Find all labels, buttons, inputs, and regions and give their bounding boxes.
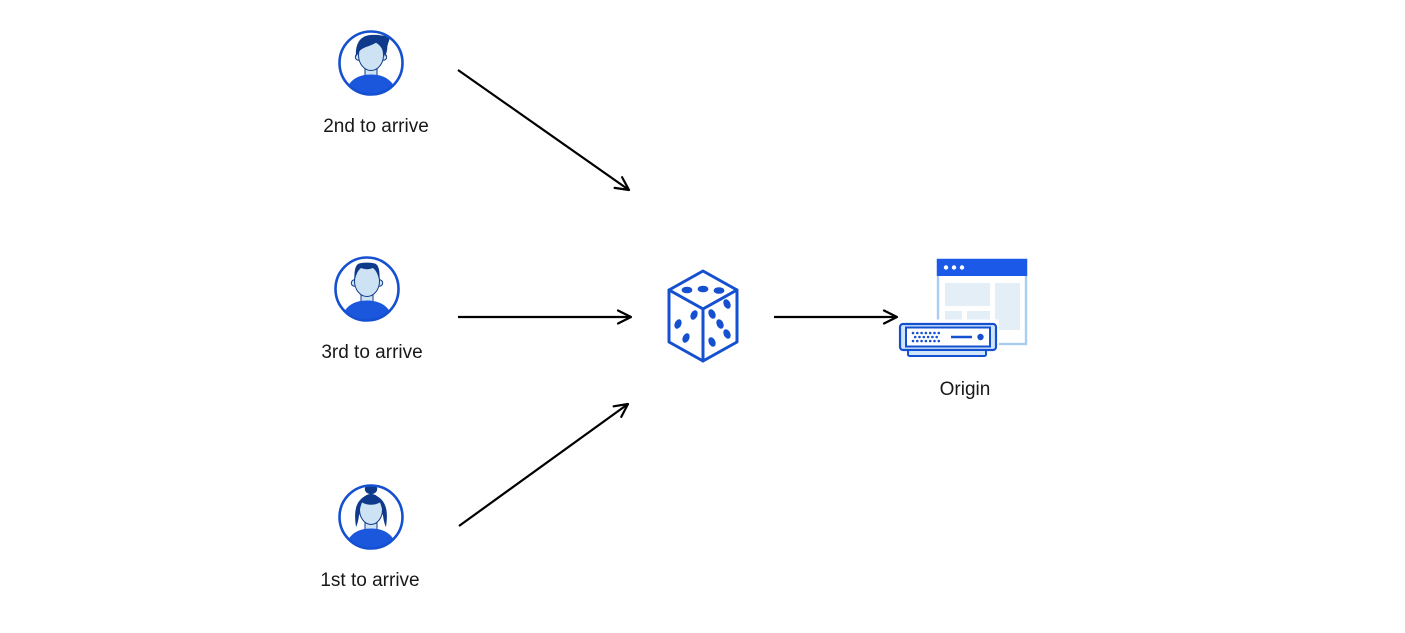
node-client-2nd — [335, 27, 407, 104]
dice-icon — [667, 269, 739, 363]
client-2nd-label: 2nd to arrive — [323, 116, 429, 137]
origin-label: Origin — [939, 379, 991, 400]
avatar-man-short-hair-icon — [334, 256, 400, 322]
client-3rd-label: 3rd to arrive — [321, 342, 423, 363]
node-origin — [897, 258, 1028, 363]
arrow-client1st-to-dice — [458, 402, 630, 527]
node-client-1st — [335, 481, 407, 558]
avatar-man-swept-hair-icon — [338, 30, 404, 96]
client-1st-label: 1st to arrive — [320, 570, 420, 591]
node-random-selection — [666, 268, 740, 369]
node-client-3rd — [331, 253, 403, 330]
origin-server-icon — [897, 258, 1028, 358]
avatar-woman-bun-icon — [338, 484, 404, 550]
arrow-client2nd-to-dice — [457, 69, 631, 192]
